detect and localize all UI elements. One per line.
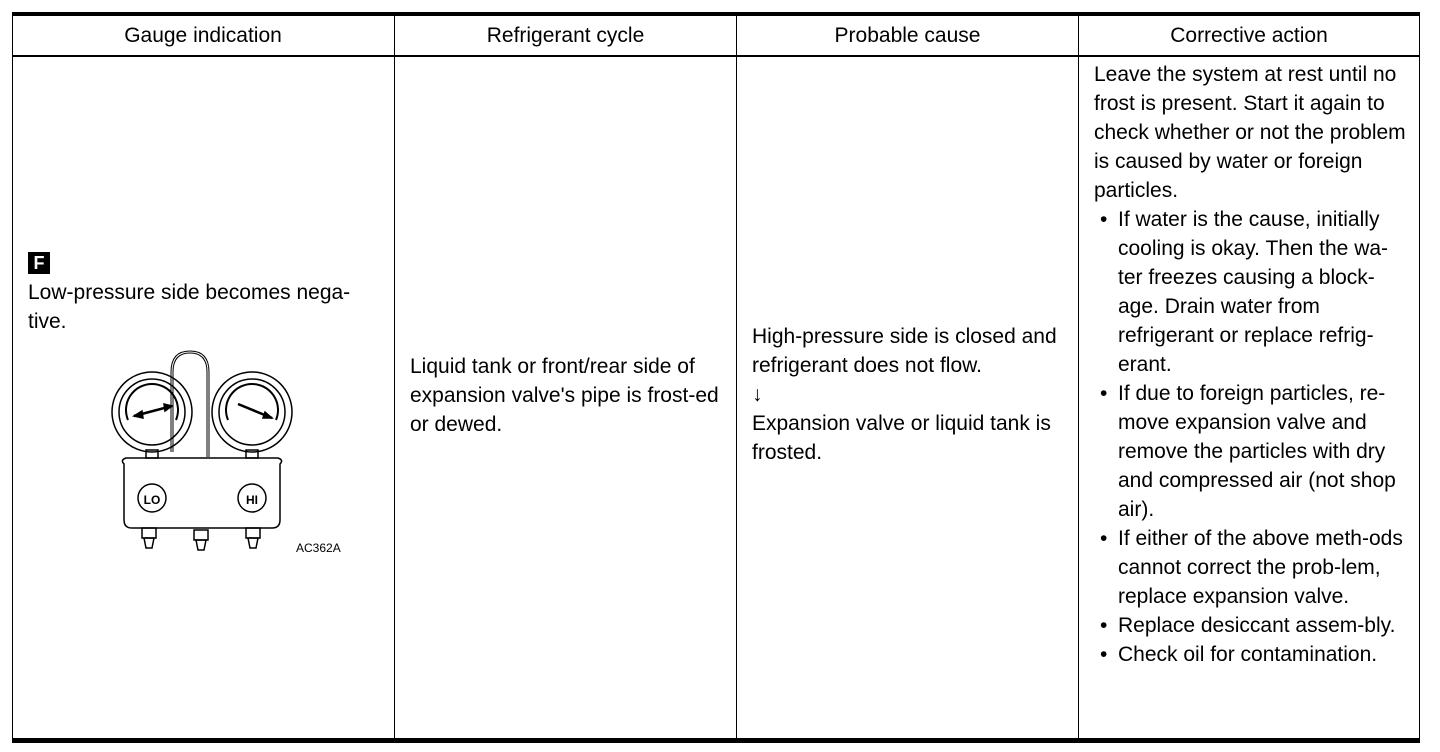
list-item: Replace desiccant assem-bly. (1094, 611, 1412, 640)
corrective-action-intro: Leave the system at rest until no frost … (1094, 63, 1406, 202)
lo-label: LO (144, 493, 161, 507)
column-divider (1419, 16, 1420, 738)
gauge-indication-cell: F Low-pressure side becomes nega-tive. (28, 248, 388, 336)
column-divider (394, 16, 395, 738)
column-divider (736, 16, 737, 738)
troubleshooting-table: Gauge indication Refrigerant cycle Proba… (12, 12, 1420, 743)
header-gauge-indication: Gauge indication (124, 24, 282, 47)
table-top-rule (12, 12, 1420, 16)
column-divider (1078, 16, 1079, 738)
down-arrow-icon: ↓ (752, 383, 763, 406)
probable-cause-line1: High-pressure side is closed and refrige… (752, 325, 1057, 377)
list-item: Check oil for contamination. (1094, 640, 1412, 669)
list-item: If either of the above meth-ods cannot c… (1094, 524, 1412, 611)
manifold-gauge-figure: LO HI AC362A (111, 350, 341, 555)
list-item: If due to foreign particles, re-move exp… (1094, 379, 1412, 524)
gauge-indication-text: Low-pressure side becomes nega-tive. (28, 281, 351, 333)
refrigerant-cycle-cell: Liquid tank or front/rear side of expans… (410, 355, 719, 436)
table-bottom-rule (12, 738, 1420, 743)
figure-id: AC362A (296, 541, 341, 555)
corrective-action-cell: Leave the system at rest until no frost … (1094, 60, 1412, 669)
list-item: If water is the cause, initially cooling… (1094, 205, 1412, 379)
header-corrective-action: Corrective action (1170, 24, 1328, 47)
header-rule (12, 55, 1420, 57)
header-refrigerant-cycle: Refrigerant cycle (486, 24, 645, 47)
column-divider (12, 16, 13, 738)
probable-cause-cell: High-pressure side is closed and refrige… (752, 322, 1070, 467)
probable-cause-line2: Expansion valve or liquid tank is froste… (752, 412, 1051, 464)
hi-label: HI (246, 493, 258, 507)
case-badge: F (28, 252, 50, 274)
header-probable-cause: Probable cause (834, 24, 981, 47)
corrective-action-list: If water is the cause, initially cooling… (1094, 205, 1412, 669)
